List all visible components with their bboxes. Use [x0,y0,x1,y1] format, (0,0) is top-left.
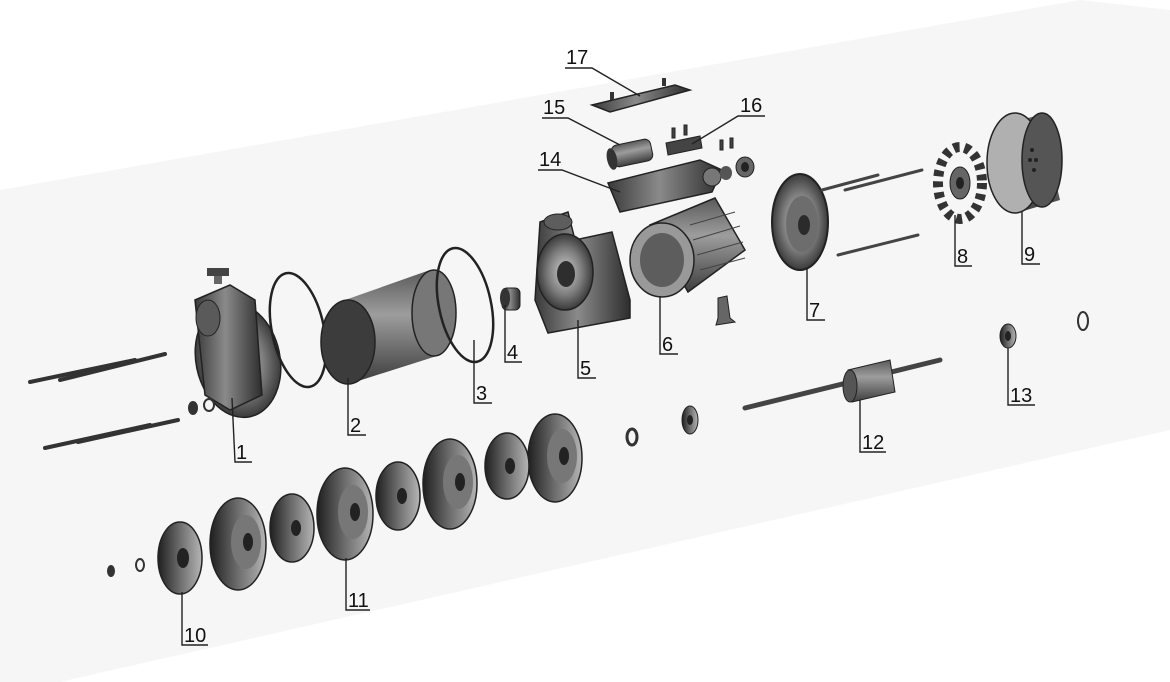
stage-stack [209,413,583,591]
label-12: 12 [862,432,884,454]
label-3: 3 [476,383,487,405]
capacitor [606,138,654,170]
tie-rod-set-left [28,352,180,450]
stage-4 [422,438,478,530]
terminal-box [606,156,755,213]
callout-1: 1 [231,397,252,464]
cooling-fan [933,142,987,224]
seal-ring-middle [625,427,639,447]
callout-17: 17 [565,47,641,97]
terminal-cover [589,78,693,113]
circlip-right [1077,311,1089,331]
callout-2: 2 [347,378,366,437]
label-1: 1 [236,442,247,464]
stage-2 [316,467,374,561]
label-5: 5 [580,358,591,380]
label-2: 2 [350,415,361,437]
stage-6 [527,413,583,503]
label-15: 15 [543,97,565,119]
callout-13: 13 [1007,348,1035,407]
nut [107,565,115,577]
callout-15: 15 [542,97,621,146]
label-16: 16 [740,95,762,117]
callout-7: 7 [806,268,825,322]
motor-body [629,197,746,326]
label-4: 4 [507,342,518,364]
callout-5: 5 [577,320,596,380]
bearing-middle [681,405,699,435]
callout-3: 3 [473,340,492,405]
label-14: 14 [539,149,561,171]
callout-8: 8 [954,215,972,268]
terminal-block [665,124,734,156]
label-13: 13 [1010,385,1032,407]
callout-10: 10 [181,592,208,647]
callout-9: 9 [1021,212,1040,266]
callout-6: 6 [659,296,678,356]
label-6: 6 [662,334,673,356]
washer [135,558,145,572]
tie-rod-set-right [820,168,924,257]
stage-1b [269,493,315,563]
pump-head [188,268,282,419]
fan-cover [986,112,1063,214]
stage-1a [209,497,267,591]
end-plate [157,521,203,595]
label-8: 8 [957,246,968,268]
callout-14: 14 [538,149,621,193]
callout-16: 16 [691,95,765,145]
label-17: 17 [566,47,588,69]
stage-5 [484,432,530,500]
stage-3 [375,461,421,531]
callout-12: 12 [859,400,886,454]
bushing [500,287,521,311]
rotor-shaft [742,357,943,411]
pump-casing [534,211,631,334]
callout-4: 4 [504,305,522,364]
end-shield [771,173,829,271]
label-9: 9 [1024,244,1035,266]
pump-sleeve [320,269,457,385]
label-7: 7 [809,300,820,322]
callout-11: 11 [345,558,370,612]
o-ring-right [435,246,495,364]
label-11: 11 [348,590,369,612]
label-10: 10 [184,625,206,647]
bearing-right [999,323,1017,349]
